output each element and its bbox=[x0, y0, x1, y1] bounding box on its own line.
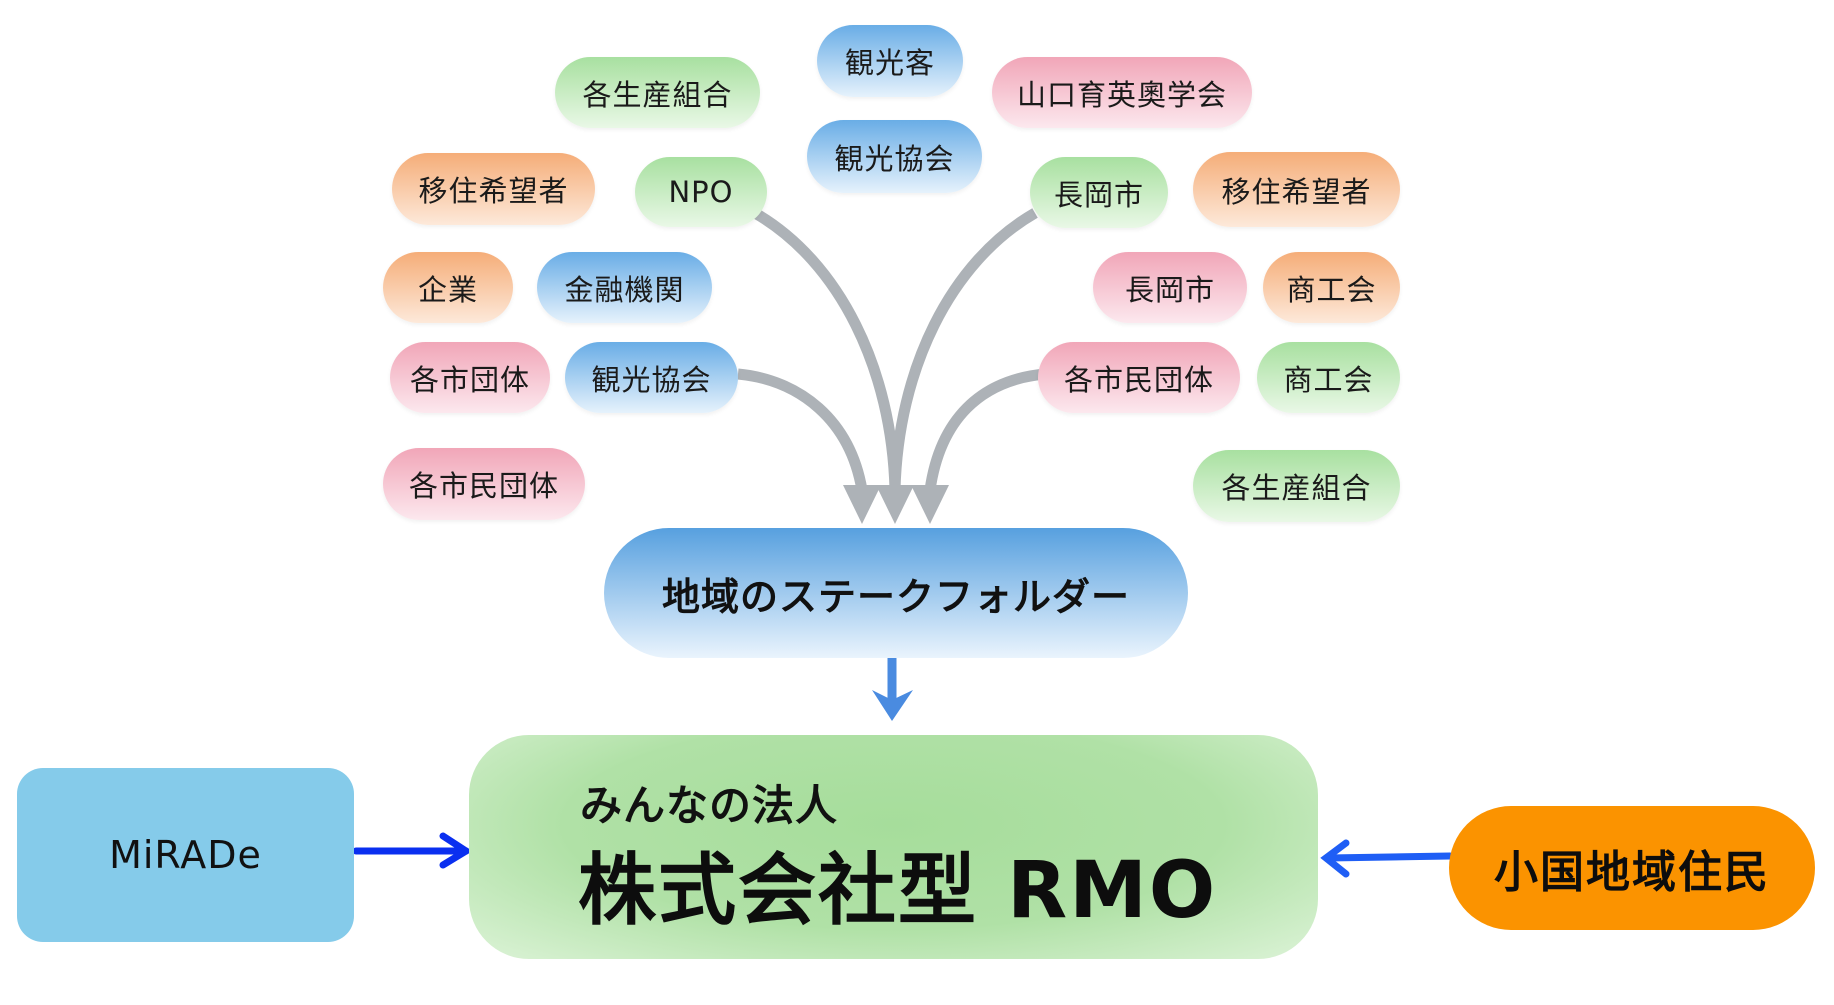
pill-iju-right: 移住希望者 bbox=[1193, 152, 1400, 227]
arrow-kakushimin-to-stakeholders bbox=[924, 368, 1046, 491]
pill-label: 各生産組合 bbox=[1221, 471, 1372, 505]
arrow-residents-to-rmo bbox=[1320, 839, 1454, 878]
arrow-kanko-kyokai-to-stakeholders bbox=[737, 368, 868, 491]
down-arrow bbox=[872, 658, 913, 721]
mirade-box: MiRADe bbox=[17, 768, 354, 942]
pill-nagaoka-green: 長岡市 bbox=[1030, 157, 1168, 228]
pill-shokokai-orange: 商工会 bbox=[1263, 252, 1400, 323]
pill-label: 各市団体 bbox=[409, 362, 530, 397]
pill-label: NPO bbox=[668, 175, 734, 209]
pill-iju-left: 移住希望者 bbox=[392, 153, 595, 225]
stakeholder-group-label: 地域のステークフォルダー bbox=[661, 574, 1130, 619]
pill-label: 各市民団体 bbox=[408, 469, 559, 503]
pill-npo: NPO bbox=[635, 157, 767, 227]
rmo-core-box bbox=[469, 735, 1318, 959]
arrowhead-right bbox=[911, 485, 949, 524]
residents-label: 小国地域住民 bbox=[1494, 847, 1770, 898]
pill-label: 企業 bbox=[417, 272, 478, 307]
arrowhead-middle bbox=[876, 485, 914, 524]
pill-label: 観光協会 bbox=[834, 141, 955, 176]
pill-label: 移住希望者 bbox=[418, 174, 569, 208]
pill-label: 金融機関 bbox=[564, 272, 685, 307]
pill-kakushi-dantai: 各市団体 bbox=[390, 342, 550, 413]
pill-kigyo: 企業 bbox=[383, 252, 513, 323]
rmo-title: 株式会社型 RMO bbox=[578, 846, 1218, 936]
pill-label: 山口育英奧学会 bbox=[1016, 77, 1227, 112]
stakeholder-group-box: 地域のステークフォルダー bbox=[604, 528, 1188, 658]
pill-label: 各市民団体 bbox=[1063, 362, 1214, 397]
rmo-subtitle: みんなの法人 bbox=[580, 781, 839, 830]
pill-kinyu: 金融機関 bbox=[537, 252, 712, 323]
pill-label: 長岡市 bbox=[1124, 272, 1215, 307]
pill-label: 各生産組合 bbox=[582, 77, 733, 112]
arrowhead-left bbox=[843, 485, 881, 524]
pill-kakuseisan-top: 各生産組合 bbox=[555, 57, 760, 128]
pill-label: 商工会 bbox=[1286, 272, 1377, 307]
mirade-label: MiRADe bbox=[109, 833, 262, 877]
pill-label: 観光客 bbox=[844, 46, 935, 80]
pill-kakushimin-left: 各市民団体 bbox=[383, 448, 585, 520]
arrow-mirade-to-rmo bbox=[352, 832, 473, 869]
pill-kanko-kyokai-mid: 観光協会 bbox=[565, 342, 738, 413]
pill-label: 長岡市 bbox=[1053, 177, 1144, 212]
pill-kakushimin-right: 各市民団体 bbox=[1038, 342, 1240, 413]
pill-kanko-kyokai-top: 観光協会 bbox=[807, 120, 982, 193]
arrow-npo-to-stakeholders bbox=[752, 208, 901, 491]
pill-label: 観光協会 bbox=[591, 362, 712, 397]
pill-kakuseisan-bottom: 各生産組合 bbox=[1193, 450, 1400, 522]
arrow-nagaoka-to-stakeholders bbox=[889, 208, 1038, 491]
pill-label: 移住希望者 bbox=[1221, 174, 1372, 209]
pill-yamaguchi-ikuei: 山口育英奧学会 bbox=[992, 57, 1252, 128]
pill-kankokyaku: 観光客 bbox=[817, 25, 963, 97]
pill-label: 商工会 bbox=[1283, 362, 1374, 397]
pill-nagaoka-pink: 長岡市 bbox=[1093, 252, 1247, 323]
residents-pill: 小国地域住民 bbox=[1449, 806, 1815, 930]
pill-shokokai-green: 商工会 bbox=[1257, 342, 1400, 413]
